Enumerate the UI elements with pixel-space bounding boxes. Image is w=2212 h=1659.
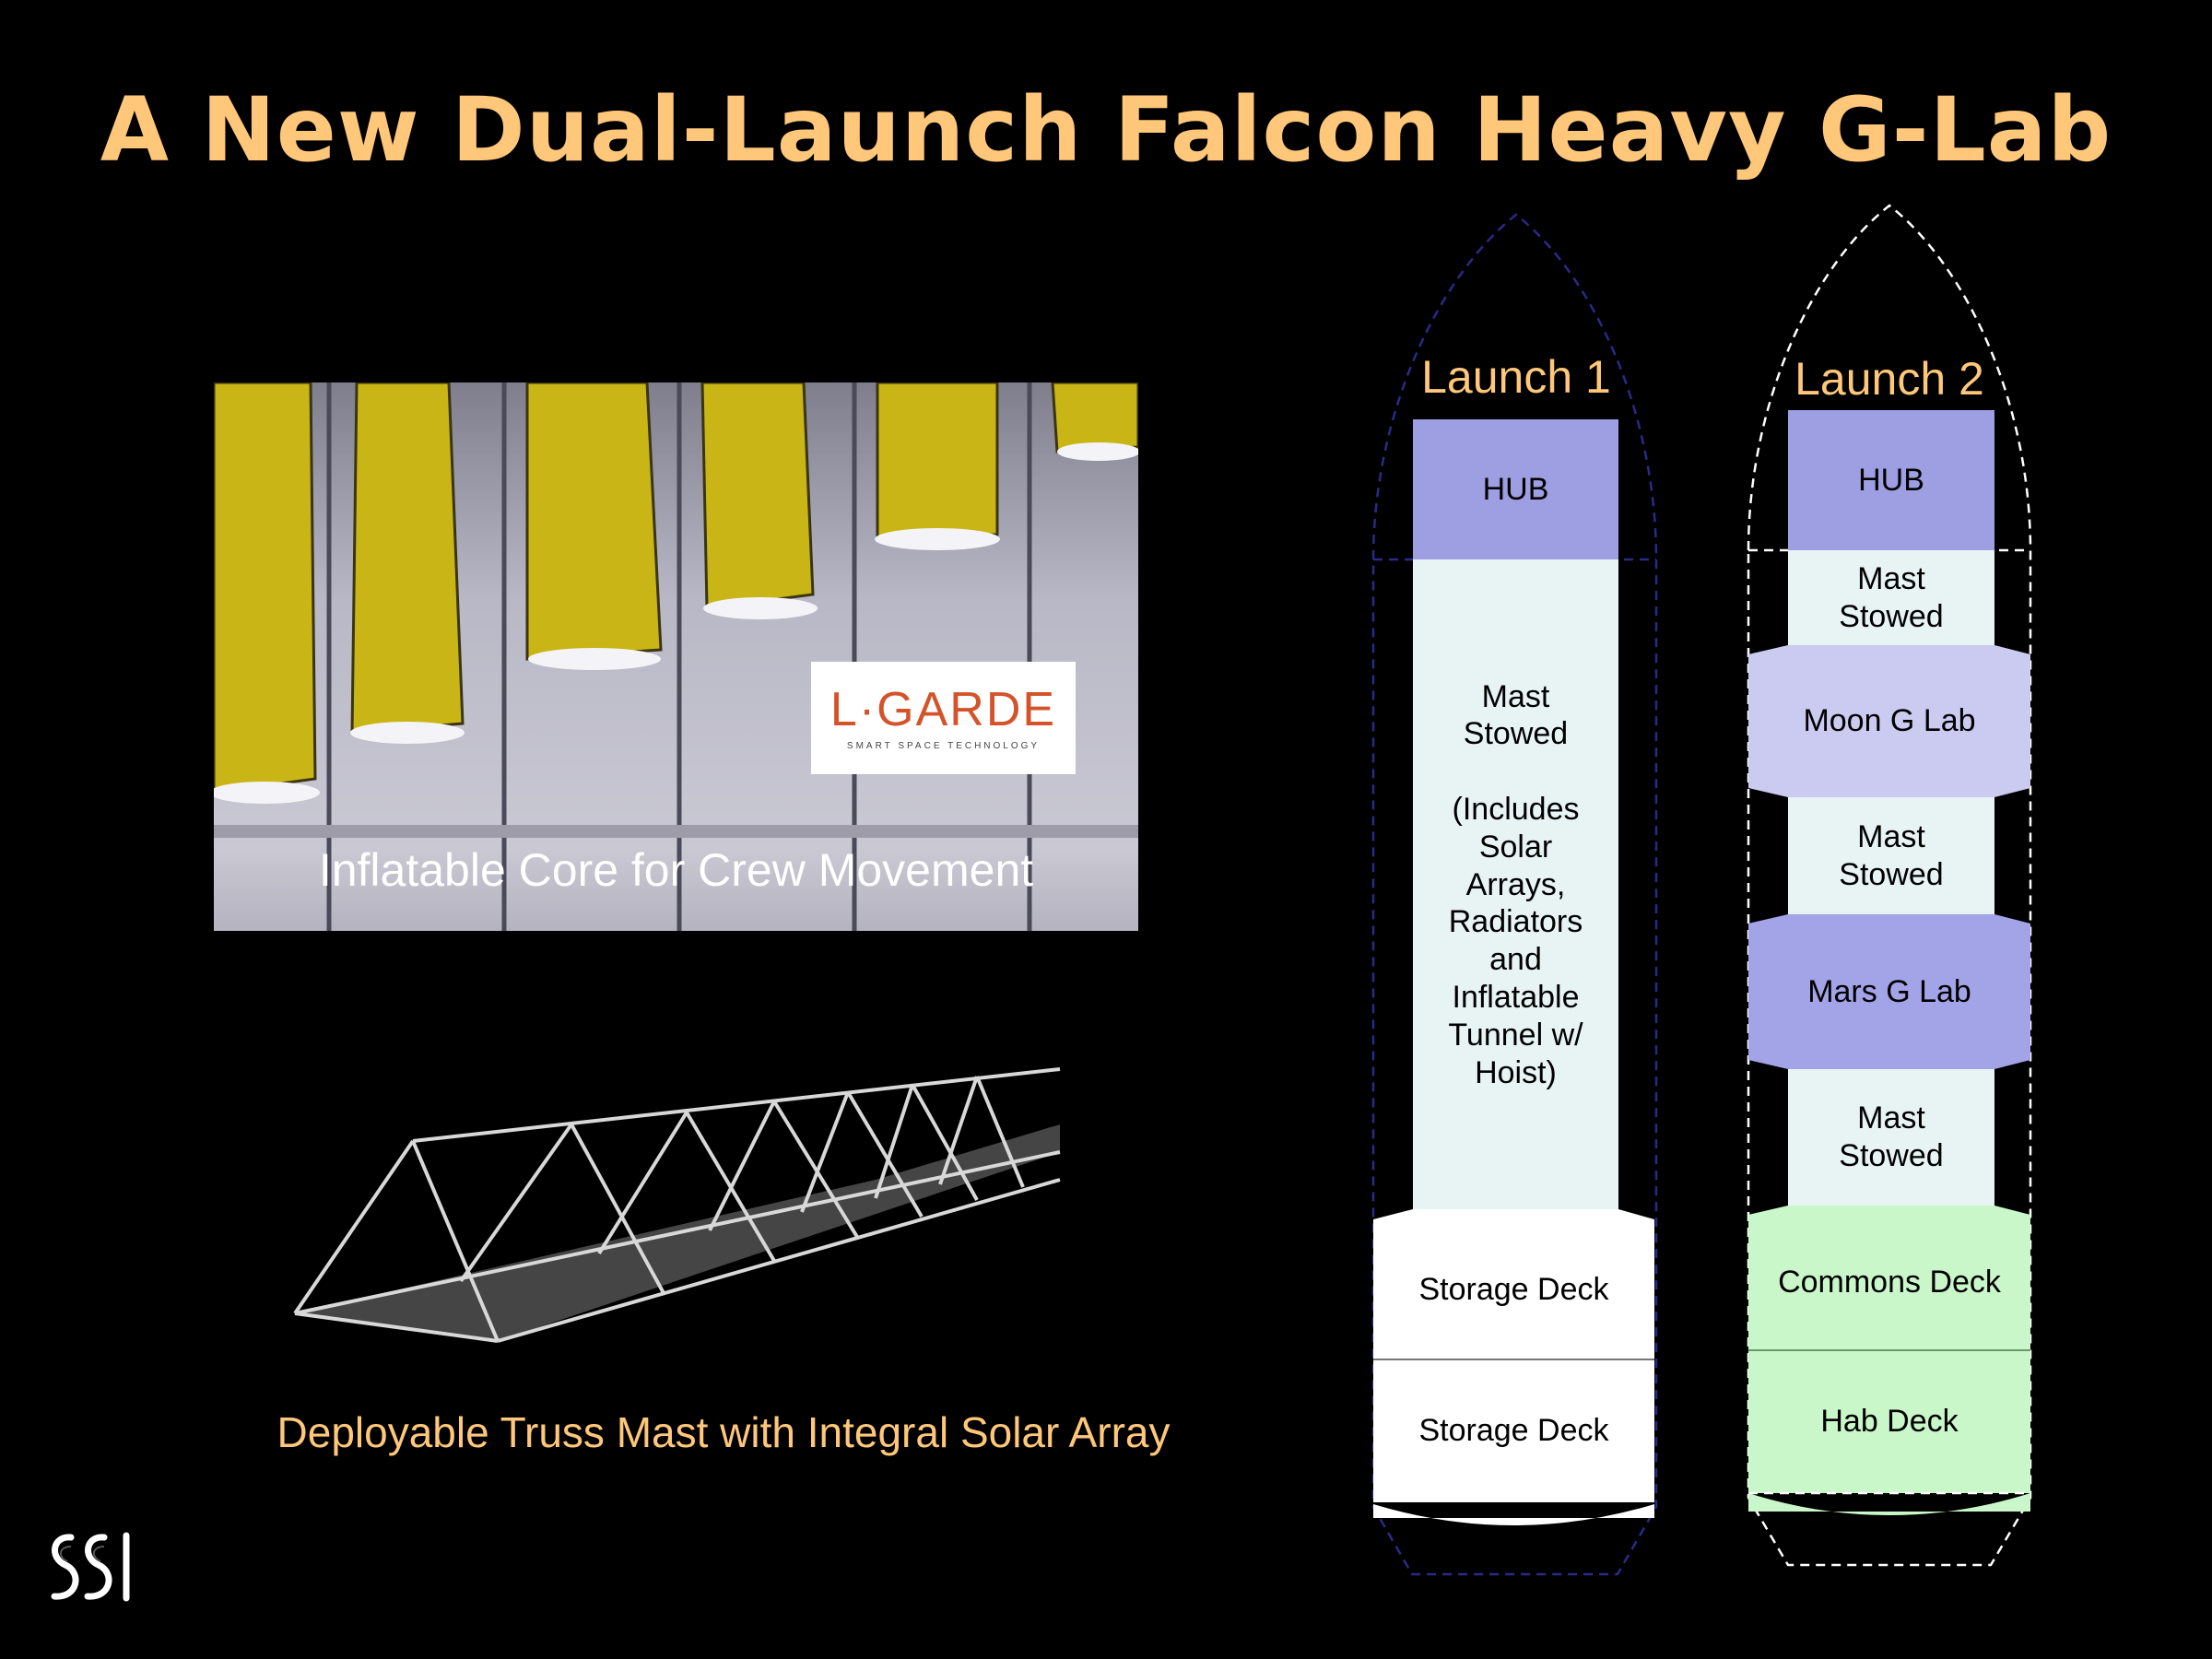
launch1-storage-block-2 xyxy=(1373,1359,1654,1502)
launch2-hub-label: HUB xyxy=(1858,462,1924,498)
launch2-moon-block xyxy=(1748,645,2030,797)
launch2-mars-block xyxy=(1748,914,2030,1069)
launch2-bulkhead xyxy=(1748,1493,2030,1515)
launch2-commons-block xyxy=(1748,1206,2030,1350)
launch2-mars-label: Mars G Lab xyxy=(1807,973,1971,1009)
launch2-hab-block xyxy=(1748,1350,2030,1493)
launch1-title: Launch 1 xyxy=(1421,351,1611,403)
lgarde-logo-text: L·GARDE xyxy=(830,683,1057,736)
launch2-moon-label: Moon G Lab xyxy=(1803,703,1976,739)
truss-caption: Deployable Truss Mast with Integral Sola… xyxy=(276,1408,1171,1456)
launch1-hub-block xyxy=(1413,419,1618,559)
launch1-storage-block-1 xyxy=(1373,1209,1654,1359)
launch1-mast-label: Mast Stowed (Includes Solar Arrays, Radi… xyxy=(1448,678,1583,1090)
launch2-title: Launch 2 xyxy=(1794,353,1984,405)
launch1-mast-block xyxy=(1413,559,1618,1209)
launch2-mast-block-2 xyxy=(1788,797,1994,914)
photo-caption: Inflatable Core for Crew Movement xyxy=(318,844,1034,896)
inflatable-core-illustration xyxy=(214,382,1138,931)
lgarde-logo-subtext: SMART SPACE TECHNOLOGY xyxy=(846,741,1041,751)
slide-title: A New Dual-Launch Falcon Heavy G-Lab xyxy=(100,78,2112,182)
launch2-mast-block-3 xyxy=(1788,1069,1994,1206)
launch1-storage-label-1: Storage Deck xyxy=(1418,1271,1609,1307)
ssi-logo xyxy=(51,1532,130,1602)
truss-mast-illustration xyxy=(293,1067,1061,1343)
launch2-mast-label-1: Mast Stowed xyxy=(1839,560,1944,634)
launch2-hub-block xyxy=(1788,410,1994,550)
launch2-mast-label-2: Mast Stowed xyxy=(1839,818,1944,892)
launch1-storage-label-2: Storage Deck xyxy=(1418,1413,1609,1449)
launch2-mast-block-1 xyxy=(1788,550,1994,645)
launch2-hab-label: Hab Deck xyxy=(1820,1404,1959,1440)
launch1-hub-label: HUB xyxy=(1482,471,1549,507)
launch2-commons-label: Commons Deck xyxy=(1778,1265,2001,1300)
lgarde-logo: L·GARDE SMART SPACE TECHNOLOGY xyxy=(811,662,1076,774)
inflatable-core-photo: L·GARDE SMART SPACE TECHNOLOGY Inflatabl… xyxy=(214,382,1138,931)
launch2-mast-label-3: Mast Stowed xyxy=(1839,1100,1944,1173)
launch1-bulkhead xyxy=(1373,1504,1654,1525)
